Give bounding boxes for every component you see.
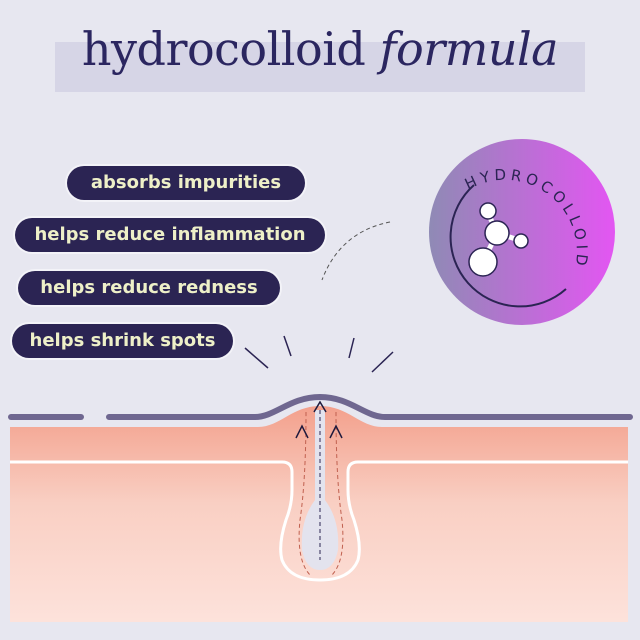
arrow-icons: [295, 400, 343, 439]
follicle-outline: [10, 460, 628, 582]
hydrocolloid-patch: [8, 393, 633, 420]
title-highlight: [55, 42, 585, 92]
dashed-connector: [321, 221, 391, 281]
moon-icon: [315, 288, 352, 337]
benefit-pill: helps shrink spots: [12, 324, 233, 358]
title-italic: formula: [379, 22, 559, 76]
title-regular: hydrocolloid: [81, 22, 366, 76]
molecule-icon: [468, 202, 529, 277]
benefit-pill: helps reduce inflammation: [15, 218, 325, 252]
benefit-pill: helps reduce redness: [18, 271, 280, 305]
page-title: hydrocolloid formula: [0, 22, 640, 76]
burst-lines: [244, 335, 394, 373]
hydrocolloid-badge: HYDROCOLLOID: [429, 139, 615, 325]
benefit-pill: absorbs impurities: [67, 166, 305, 200]
skin-layers: [10, 400, 628, 622]
